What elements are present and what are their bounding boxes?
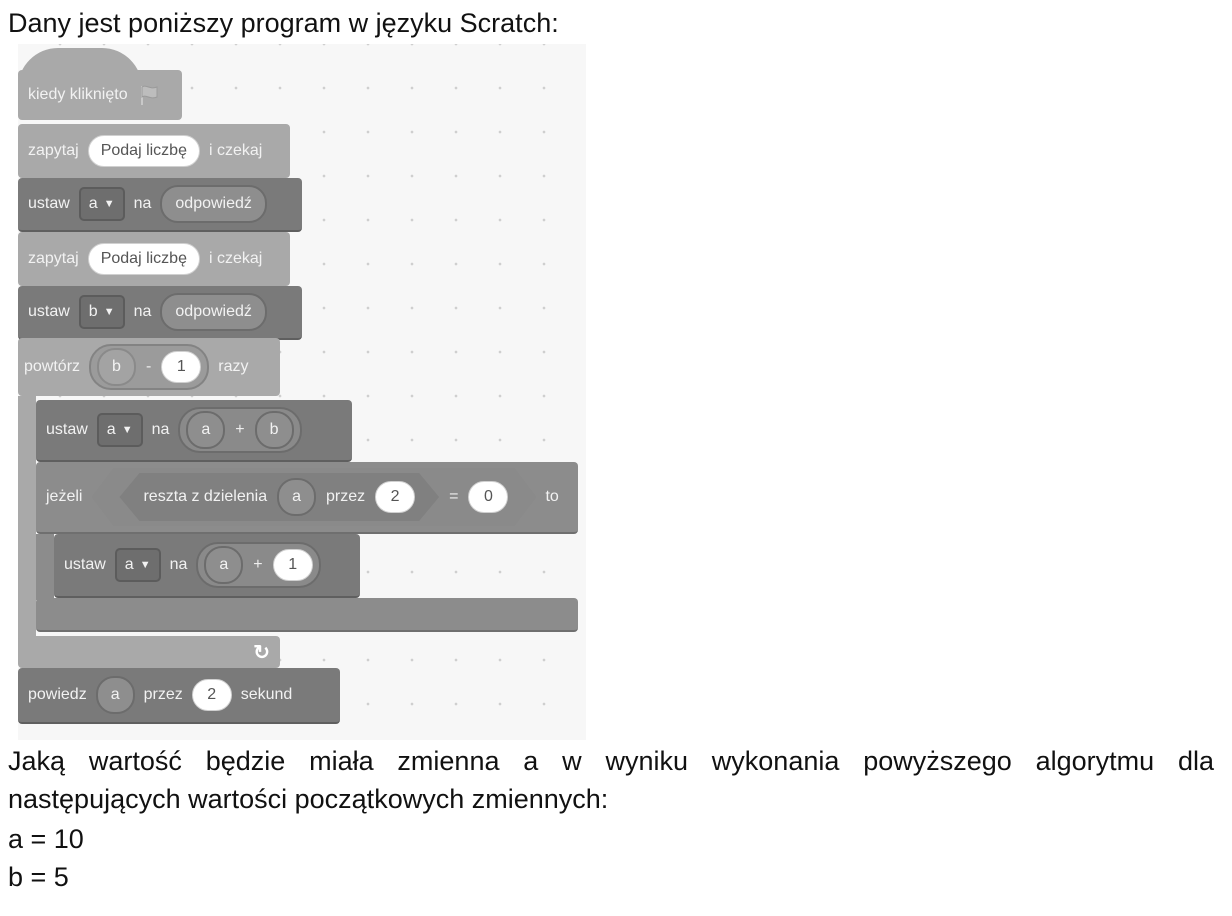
variable-reporter[interactable]: a [186, 411, 226, 449]
variable-name: a [124, 556, 134, 573]
chevron-down-icon: ▼ [103, 306, 115, 318]
variable-reporter[interactable]: a [95, 676, 135, 714]
when-flag-clicked-block[interactable]: kiedy kliknięto [18, 70, 182, 120]
variable-reporter[interactable]: b [97, 348, 136, 386]
number-input[interactable]: 2 [191, 679, 232, 711]
to-label: na [133, 195, 152, 212]
to-label: na [169, 556, 188, 573]
modulo-operator[interactable]: reszta z dzielenia a przez 2 [119, 473, 439, 521]
repeat-block-arm [18, 396, 36, 664]
answer-reporter[interactable]: odpowiedź [160, 293, 267, 331]
repeat-block[interactable]: powtórz b - 1 razy [18, 338, 280, 396]
if-tail-label: to [545, 488, 559, 505]
operator-symbol: - [145, 358, 152, 375]
to-label: na [151, 421, 170, 438]
seconds-label: sekund [240, 686, 293, 703]
ask-label: zapytaj [28, 250, 79, 267]
variable-reporter[interactable]: a [277, 478, 316, 516]
initial-value-a: a = 10 [8, 824, 84, 854]
answer-reporter[interactable]: odpowiedź [160, 185, 267, 223]
number-input[interactable]: 1 [161, 351, 202, 383]
hat-label: kiedy kliknięto [28, 86, 128, 103]
green-flag-icon [140, 85, 158, 105]
repeat-tail-label: razy [218, 358, 249, 375]
chevron-down-icon: ▼ [139, 559, 151, 571]
scratch-workspace: kiedy kliknięto zapytaj Podaj liczbę i c… [18, 44, 586, 740]
ask-label: zapytaj [28, 142, 79, 159]
add-operator[interactable]: a + b [178, 407, 302, 453]
variable-name: a [88, 195, 98, 212]
variable-reporter[interactable]: b [254, 411, 294, 449]
say-label: powiedz [28, 686, 87, 703]
add-operator[interactable]: a + 1 [196, 542, 321, 588]
initial-value-b: b = 5 [8, 862, 69, 892]
variable-dropdown[interactable]: a▼ [114, 548, 161, 582]
chevron-down-icon: ▼ [103, 198, 115, 210]
intro-text: Dany jest poniższy program w języku Scra… [8, 8, 559, 38]
number-input[interactable]: 0 [468, 481, 508, 513]
chevron-down-icon: ▼ [121, 424, 133, 436]
ask-tail-label: i czekaj [208, 250, 263, 267]
loop-arrow-icon: ↻ [253, 641, 270, 664]
if-block-bottom [36, 598, 578, 632]
for-label: przez [143, 686, 183, 703]
ask-prompt-input[interactable]: Podaj liczbę [87, 243, 200, 275]
modulo-by-label: przez [326, 488, 366, 505]
if-label: jeżeli [46, 488, 83, 505]
variable-reporter[interactable]: a [204, 546, 244, 584]
set-variable-block[interactable]: ustaw a▼ na odpowiedź [18, 178, 302, 232]
repeat-block-bottom: ↻ [18, 636, 280, 668]
say-for-seconds-block[interactable]: powiedz a przez 2 sekund [18, 668, 340, 724]
variable-dropdown[interactable]: b▼ [78, 295, 125, 329]
ask-tail-label: i czekaj [208, 142, 263, 159]
variable-name: a [106, 421, 116, 438]
operator-symbol: + [253, 556, 263, 573]
subtract-operator[interactable]: b - 1 [89, 344, 210, 390]
variable-name: b [88, 303, 98, 320]
set-label: ustaw [28, 303, 70, 320]
repeat-label: powtórz [24, 358, 81, 375]
set-variable-block[interactable]: ustaw a▼ na a + b [36, 400, 352, 462]
set-variable-block[interactable]: ustaw a▼ na a + 1 [54, 534, 360, 598]
operator-symbol: = [449, 488, 459, 505]
if-block[interactable]: jeżeli reszta z dzielenia a przez 2 = 0 … [36, 462, 578, 534]
variable-dropdown[interactable]: a▼ [78, 187, 125, 221]
question-text: Jaką wartość będzie miała zmienna a w wy… [8, 746, 1214, 814]
set-variable-block[interactable]: ustaw b▼ na odpowiedź [18, 286, 302, 340]
number-input[interactable]: 2 [375, 481, 415, 513]
number-input[interactable]: 1 [272, 549, 313, 581]
set-label: ustaw [64, 556, 106, 573]
modulo-label: reszta z dzielenia [143, 488, 268, 505]
if-block-arm [36, 534, 54, 600]
set-label: ustaw [46, 421, 88, 438]
ask-prompt-input[interactable]: Podaj liczbę [87, 135, 200, 167]
ask-and-wait-block[interactable]: zapytaj Podaj liczbę i czekaj [18, 232, 290, 286]
operator-symbol: + [235, 421, 245, 438]
variable-dropdown[interactable]: a▼ [96, 413, 143, 447]
set-label: ustaw [28, 195, 70, 212]
ask-and-wait-block[interactable]: zapytaj Podaj liczbę i czekaj [18, 124, 290, 178]
equals-operator[interactable]: reszta z dzielenia a przez 2 = 0 [91, 468, 536, 526]
to-label: na [133, 303, 152, 320]
